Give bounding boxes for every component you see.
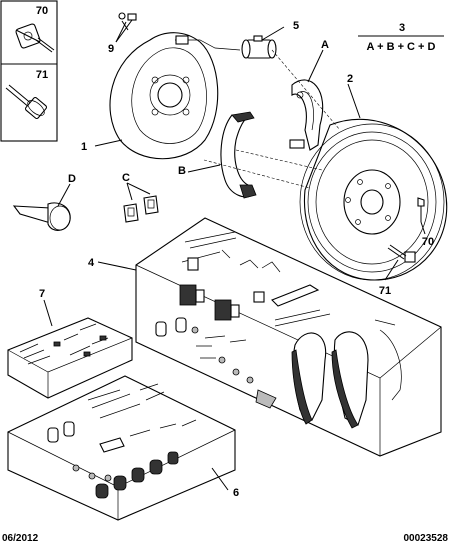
- bleed-screw: [118, 12, 137, 31]
- wheel-cylinder: [241, 35, 277, 59]
- kit-7-box: [7, 317, 133, 399]
- legend-panel: [0, 0, 58, 142]
- callout-3: 3: [399, 22, 405, 34]
- callout-7: 7: [39, 288, 45, 300]
- callout-9: 9: [108, 43, 114, 55]
- grease-tube: [12, 202, 71, 231]
- leader-lines: [43, 19, 426, 491]
- callout-a: A: [321, 39, 329, 51]
- wheel-bolt-71: [387, 244, 416, 263]
- brake-drum: [299, 118, 448, 281]
- clip-set-c: [123, 195, 159, 223]
- footer-reference: 00023528: [404, 533, 449, 544]
- backing-plate: [109, 32, 241, 160]
- callout-b: B: [178, 165, 186, 177]
- callout-71-drum: 71: [379, 285, 391, 297]
- kit-formula: A + B + C + D: [367, 41, 436, 53]
- callouts: 70 71 9 5 3 A + B + C + D A 2 1 B D C 70…: [36, 5, 444, 499]
- footer: 06/2012 00023528: [2, 533, 448, 544]
- callout-70-legend: 70: [36, 5, 48, 17]
- kit-6-box: [7, 375, 236, 521]
- callout-6: 6: [233, 487, 239, 499]
- legend-70-bolt-icon: [15, 23, 55, 53]
- callout-d: D: [68, 173, 76, 185]
- kit-4-box: [135, 217, 442, 457]
- brake-shoe-a: [289, 79, 324, 151]
- callout-71-legend: 71: [36, 69, 48, 81]
- footer-date: 06/2012: [2, 533, 39, 544]
- brake-shoe-b: [220, 111, 257, 199]
- callout-5: 5: [293, 20, 299, 32]
- callout-c: C: [122, 172, 130, 184]
- legend-71-bolt-icon: [5, 84, 48, 120]
- callout-4: 4: [88, 257, 95, 269]
- callout-70-drum: 70: [422, 236, 434, 248]
- callout-1: 1: [81, 141, 87, 153]
- drum-screw-70: [417, 197, 425, 222]
- callout-2: 2: [347, 73, 353, 85]
